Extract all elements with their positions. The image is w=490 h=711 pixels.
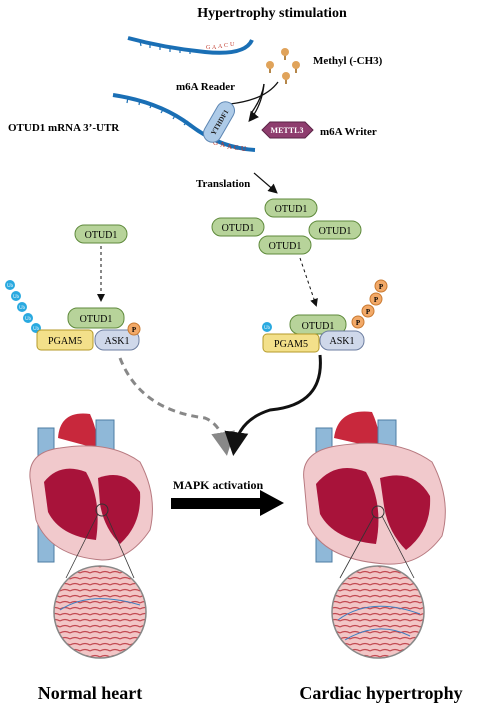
mrna-label: OTUD1 mRNA 3’-UTR — [8, 122, 120, 134]
gray-dashed-arrow — [118, 357, 235, 456]
pgam5-left-label: PGAM5 — [48, 336, 82, 347]
ub-right: Ub — [264, 326, 271, 331]
hypertrophic-heart-illustration — [303, 411, 446, 659]
svg-text:OTUD1: OTUD1 — [269, 241, 302, 252]
seq-bottom-2: A — [220, 141, 225, 149]
cardiac-hypertrophy-label: Cardiac hypertrophy — [299, 683, 462, 703]
mettl3-label: METTL3 — [271, 126, 304, 135]
mapk-label: MAPK activation — [173, 478, 264, 492]
svg-text:OTUD1: OTUD1 — [319, 226, 352, 237]
svg-text:Ub: Ub — [19, 306, 26, 311]
methyl-to-writer-arrow — [248, 83, 265, 123]
upper-mrna-strand: G A A C U — [127, 36, 254, 55]
svg-text:Ub: Ub — [25, 317, 32, 322]
lower-mrna-strand: G A A C U — [112, 93, 256, 153]
seq-top-4: C — [224, 43, 228, 49]
translation-label: Translation — [196, 178, 250, 190]
svg-text:P: P — [366, 308, 371, 316]
pgam5-right-label: PGAM5 — [274, 339, 308, 350]
seq-top-1: G — [206, 45, 211, 51]
methyl-arrow — [229, 81, 279, 113]
mettl3-protein: METTL3 — [261, 121, 314, 139]
otud1-protein-left: OTUD1 — [74, 224, 128, 244]
translation-arrow — [253, 172, 278, 194]
otud1-protein: OTUD1 — [264, 198, 318, 218]
right-dashed-arrow — [299, 257, 318, 307]
svg-text:P: P — [379, 283, 384, 291]
seq-bottom-4: C — [234, 144, 239, 152]
seq-bottom-1: G — [213, 139, 218, 147]
ythdf1-protein: YTHDF1 — [203, 101, 235, 143]
svg-text:P: P — [374, 296, 379, 304]
otud1-complex-left-label: OTUD1 — [80, 314, 113, 325]
svg-text:Ub: Ub — [33, 327, 40, 332]
seq-bottom-3: A — [227, 143, 232, 151]
normal-heart-illustration — [29, 413, 153, 659]
ask1-right-label: ASK1 — [329, 336, 354, 347]
writer-label: m6A Writer — [320, 126, 377, 138]
seq-bottom-5: U — [241, 145, 246, 153]
svg-text:OTUD1: OTUD1 — [85, 230, 118, 241]
svg-text:OTUD1: OTUD1 — [275, 204, 308, 215]
ub-chain-left: Ub Ub Ub Ub Ub — [5, 280, 41, 333]
mapk-arrow — [171, 490, 284, 516]
otud1-cluster: OTUD1 OTUD1 OTUD1 OTUD1 — [211, 198, 362, 255]
methyl-groups — [266, 48, 300, 84]
seq-top-5: U — [230, 42, 235, 48]
otud1-protein: OTUD1 — [308, 220, 362, 240]
seq-top-3: A — [218, 44, 223, 50]
otud1-complex-right-label: OTUD1 — [302, 321, 335, 332]
reader-label: m6A Reader — [176, 81, 235, 93]
normal-heart-label: Normal heart — [38, 683, 142, 703]
left-complex: Ub Ub Ub Ub Ub OTUD1 PGAM5 ASK1 P — [5, 280, 141, 351]
black-solid-arrow — [224, 354, 322, 456]
ask1-left-label: ASK1 — [104, 336, 129, 347]
title: Hypertrophy stimulation — [197, 6, 347, 21]
p-chain-right: P P P P — [351, 279, 388, 329]
svg-text:OTUD1: OTUD1 — [222, 223, 255, 234]
seq-top-2: A — [212, 45, 217, 51]
otud1-protein: OTUD1 — [258, 235, 312, 255]
methyl-label: Methyl (-CH3) — [313, 55, 383, 67]
p-left-label: P — [132, 326, 137, 334]
svg-text:Ub: Ub — [13, 295, 20, 300]
otud1-protein: OTUD1 — [211, 217, 265, 237]
right-complex: Ub OTUD1 PGAM5 ASK1 P P P P — [262, 279, 388, 353]
svg-text:P: P — [356, 319, 361, 327]
svg-text:Ub: Ub — [7, 284, 14, 289]
